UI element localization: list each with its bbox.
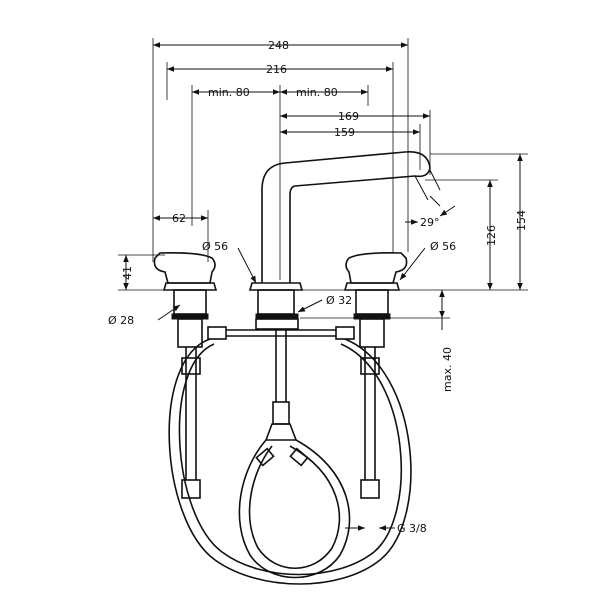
label-126: 126 [485, 225, 498, 246]
label-g38: G 3/8 [397, 522, 427, 535]
label-min80-right: min. 80 [296, 86, 338, 99]
dimension-lines [152, 38, 431, 280]
mounting-hardware [171, 313, 391, 348]
label-min80-left: min. 80 [208, 86, 250, 99]
left-handle [153, 252, 218, 315]
label-dia56-right: Ø 56 [430, 240, 456, 253]
label-dia32: Ø 32 [326, 294, 352, 307]
right-handle [343, 252, 408, 315]
label-dia28: Ø 28 [108, 314, 134, 327]
label-max40: max. 40 [441, 347, 454, 392]
spout-angle-dimension [405, 195, 456, 225]
dimension-labels: 248 216 min. 80 min. 80 169 159 62 29° Ø… [108, 39, 528, 535]
label-62: 62 [172, 212, 186, 225]
label-248: 248 [268, 39, 289, 52]
label-169: 169 [338, 110, 359, 123]
label-154: 154 [515, 210, 528, 231]
vertical-dimensions [300, 153, 528, 330]
label-29deg: 29° [420, 216, 440, 229]
leader-lines [157, 247, 426, 531]
flex-hoses [168, 338, 412, 585]
label-dia56-left: Ø 56 [202, 240, 228, 253]
label-159: 159 [334, 126, 355, 139]
label-41: 41 [121, 266, 134, 280]
label-216: 216 [266, 63, 287, 76]
supply-tubes [181, 329, 380, 499]
spout [248, 151, 441, 315]
